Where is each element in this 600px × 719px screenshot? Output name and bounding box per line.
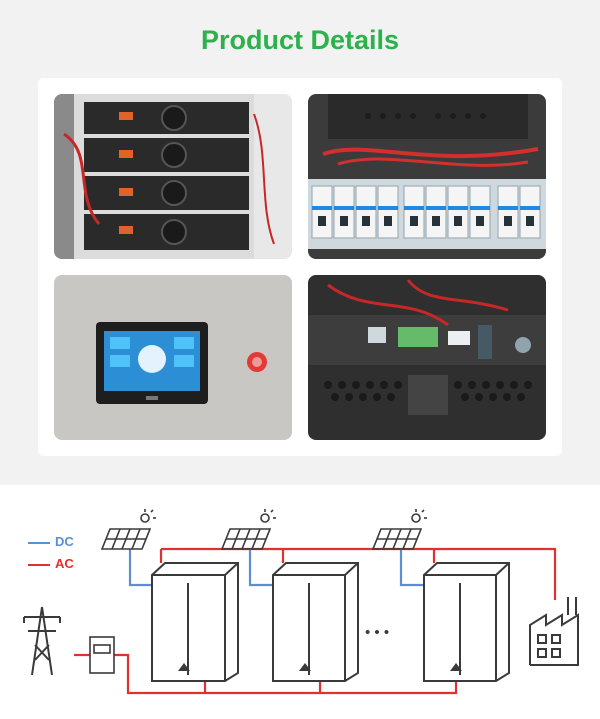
product-details-section: Product Details	[0, 0, 600, 485]
touchscreen-panel-photo	[54, 275, 292, 440]
control-board-photo	[308, 275, 546, 440]
solar-panel-icon	[100, 509, 156, 550]
ac-legend-line	[28, 564, 50, 566]
dc-legend-line	[28, 542, 50, 544]
factory-icon	[529, 597, 579, 666]
photo-grid-card	[38, 78, 562, 456]
battery-rack-photo	[54, 94, 292, 259]
energy-storage-cabinet-icon	[151, 562, 239, 682]
solar-panel-icon	[371, 509, 427, 550]
ac-legend-label: AC	[55, 556, 74, 571]
energy-storage-cabinet-icon	[423, 562, 510, 682]
solar-panel-icon	[220, 509, 276, 550]
power-tower-icon	[23, 606, 61, 676]
page-title: Product Details	[200, 25, 400, 55]
more-cabinets-ellipsis: • • •	[365, 624, 389, 641]
system-wiring-diagram: • • •	[23, 509, 579, 695]
system-diagram-section: DC AC	[0, 485, 600, 719]
energy-storage-cabinet-icon	[272, 562, 359, 682]
breaker-panel-photo	[308, 94, 546, 259]
energy-meter-icon	[89, 636, 115, 674]
dc-legend-label: DC	[55, 534, 74, 549]
